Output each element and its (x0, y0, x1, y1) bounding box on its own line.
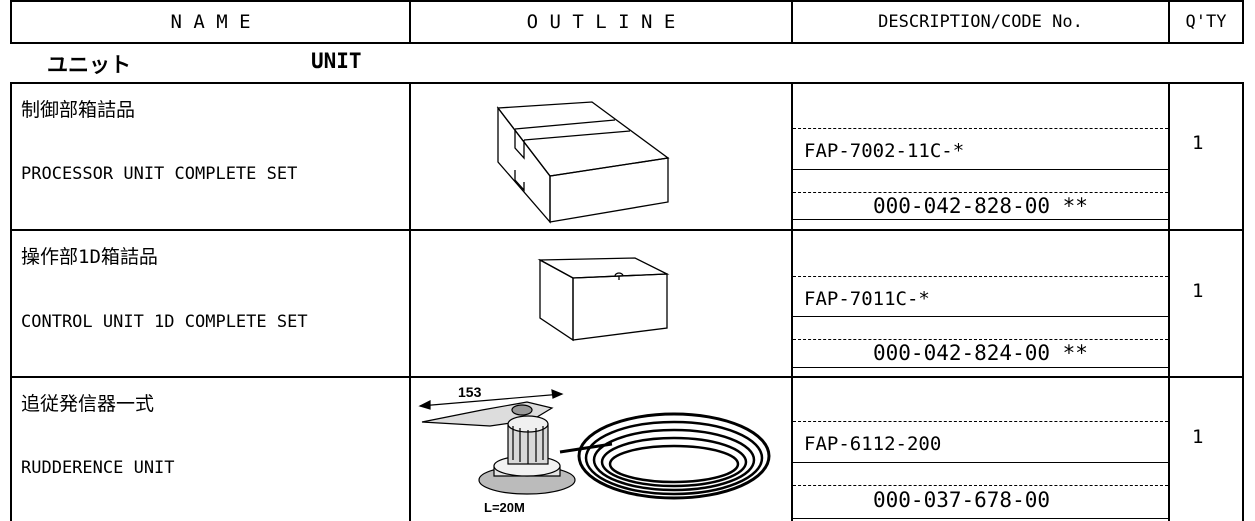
row2-name-jp: 操作部1D箱詰品 (21, 246, 158, 268)
box-large-icon (496, 101, 670, 224)
row2-qty: 1 (1192, 280, 1204, 302)
header-description: DESCRIPTION/CODE No. (878, 12, 1083, 32)
dimension-label: 153 (458, 384, 482, 400)
section-label-en: UNIT (311, 49, 362, 73)
row1-name-en: PROCESSOR UNIT COMPLETE SET (21, 164, 298, 184)
section-label-jp: ユニット (47, 53, 131, 77)
row3-qty: 1 (1192, 426, 1204, 448)
row2-name-en: CONTROL UNIT 1D COMPLETE SET (21, 312, 308, 332)
row2-description: FAP-7011C-* (804, 288, 930, 310)
row3-code-no: 000-037-678-00 (873, 488, 1051, 512)
rudder-reference-unit-icon: 153 L=20M (418, 384, 771, 515)
header-qty: Q'TY (1185, 12, 1227, 32)
row1-name-jp: 制御部箱詰品 (21, 99, 136, 121)
row1-qty: 1 (1192, 132, 1204, 154)
row1-description: FAP-7002-11C-* (804, 140, 965, 162)
row2-code-no: 000-042-824-00 ** (873, 341, 1088, 365)
row1-code-no: 000-042-828-00 ** (873, 194, 1088, 218)
cable-length-label: L=20M (484, 500, 525, 515)
header-outline: O U T L I N E (526, 11, 676, 33)
row3-name-en: RUDDERENCE UNIT (21, 458, 175, 478)
row3-name-jp: 追従発信器一式 (21, 393, 155, 415)
box-small-icon (537, 257, 670, 342)
header-name: N A M E (170, 11, 251, 33)
row3-description: FAP-6112-200 (804, 433, 942, 455)
